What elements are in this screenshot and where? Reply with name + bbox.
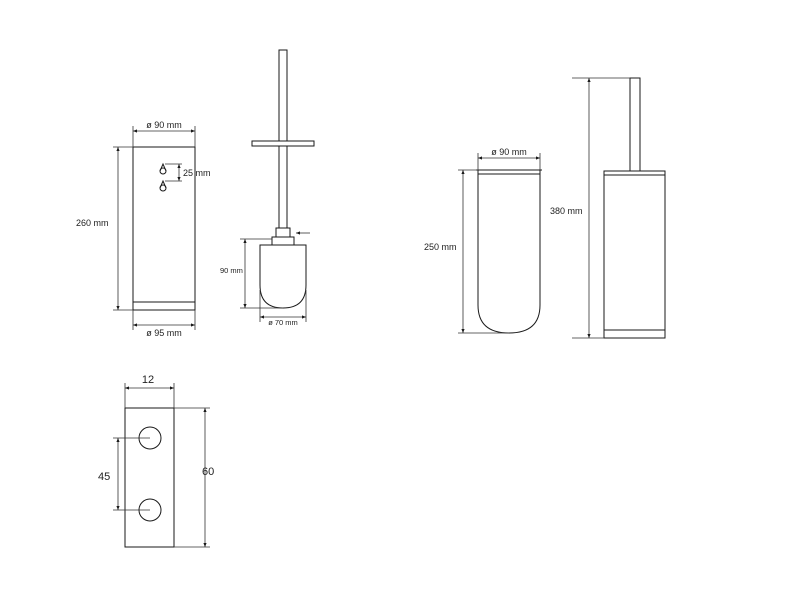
glass-insert-body (477, 169, 541, 334)
assembled-handle (629, 77, 641, 172)
glass-top-dim-label: ø 90 mm (491, 147, 527, 157)
plate-hole-spacing-label: 45 (98, 471, 110, 483)
brush-collar (275, 227, 291, 238)
glass-insert-view: ø 90 mm 250 mm (424, 147, 542, 334)
brush-ferrule (271, 236, 295, 246)
wall-plate-body (124, 407, 175, 548)
brush-side-view: 90 mm ø 70 mm (220, 49, 315, 327)
brush-head-width-label: ø 70 mm (268, 318, 298, 327)
keyhole-icon (159, 179, 167, 192)
wall-plate-view: 12 45 60 (98, 374, 214, 548)
plate-thickness-label: 12 (142, 374, 154, 386)
assembled-body (603, 170, 666, 339)
brush-lid (251, 140, 315, 147)
plate-height-label: 60 (202, 466, 214, 478)
hole-spacing-dim-label: 25 mm (183, 168, 211, 178)
holder-front-view: ø 90 mm 260 mm 25 mm ø 95 mm (76, 120, 211, 338)
brush-head (259, 244, 307, 309)
brush-head-height-label: 90 mm (220, 266, 243, 275)
holder-top-dim-label: ø 90 mm (146, 120, 182, 130)
holder-height-dim-label: 260 mm (76, 218, 109, 228)
assembled-height-dim-label: 380 mm (550, 206, 583, 216)
holder-bottom-dim-label: ø 95 mm (146, 328, 182, 338)
glass-height-dim-label: 250 mm (424, 242, 457, 252)
keyhole-icon (159, 162, 167, 175)
assembled-view: 380 mm (550, 77, 666, 339)
brush-handle (278, 49, 288, 229)
